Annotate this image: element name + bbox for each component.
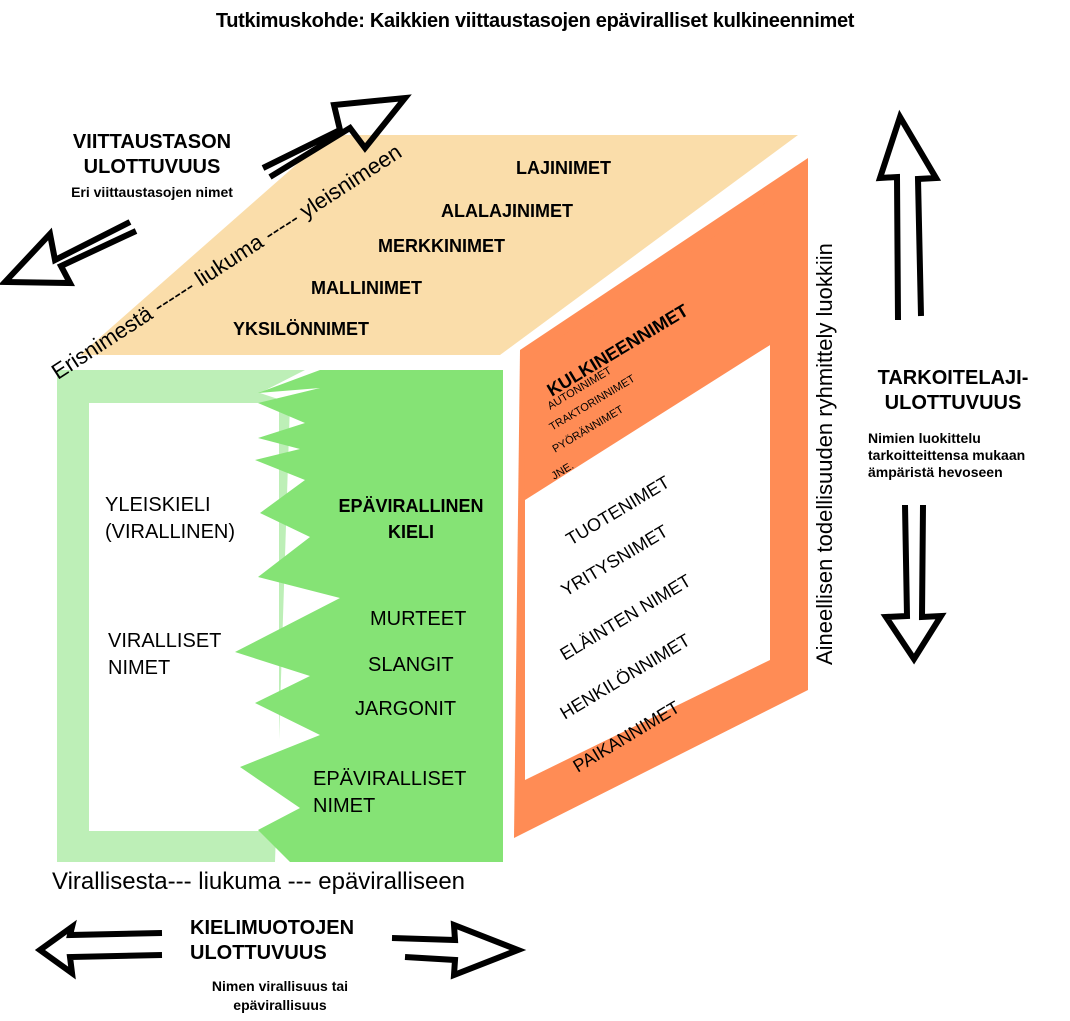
top-item-yksilonnimet: YKSILÖNNIMET	[233, 319, 370, 339]
language-subtitle-line2: epävirallisuus	[233, 997, 327, 1013]
right-face-inner	[525, 345, 770, 780]
informal-item-jargonit: JARGONIT	[355, 698, 457, 720]
language-heading-line2: ULOTTUVUUS	[190, 942, 327, 964]
reference-dimension-arrow-icon	[0, 94, 412, 287]
informal-item-murteet: MURTEET	[370, 608, 467, 630]
viralliset-line2: NIMET	[108, 657, 171, 679]
referent-subtitle-line2: tarkoitteittensa mukaan	[868, 447, 1026, 463]
reference-dimension-heading: VIITTAUSTASON ULOTTUVUUS	[48, 130, 256, 180]
referent-heading-line1: TARKOITELAJI-	[877, 367, 1029, 389]
referent-subtitle-line3: ämpäristä hevoseen	[868, 464, 1003, 480]
front-face-official-inner	[89, 403, 279, 831]
informal-heading-line2: KIELI	[387, 522, 434, 542]
language-dimension-heading: KIELIMUOTOJEN ULOTTUVUUS	[190, 916, 354, 966]
referent-dimension-arrow-icon	[875, 109, 947, 665]
material-reality-label: Aineellisen todellisuuden ryhmittely luo…	[812, 243, 837, 665]
informal-names-line2: NIMET	[313, 795, 376, 817]
referent-dimension-subtitle: Nimien luokittelu tarkoitteittensa mukaa…	[868, 430, 1025, 481]
informal-language-heading: EPÄVIRALLINEN KIELI	[318, 493, 504, 545]
referent-dimension-heading: TARKOITELAJI- ULOTTUVUUS	[848, 366, 1058, 416]
top-item-lajinimet: LAJINIMET	[516, 158, 612, 178]
informal-item-slangit: SLANGIT	[368, 654, 454, 676]
informal-heading-line1: EPÄVIRALLINEN	[338, 496, 484, 516]
official-item-viralliset-nimet: VIRALLISET NIMET	[108, 628, 221, 682]
language-scale-label: Virallisesta--- liukuma --- epävirallise…	[52, 868, 466, 895]
language-subtitle-line1: Nimen virallisuus tai	[211, 978, 349, 994]
top-item-merkkinimet: MERKKINIMET	[378, 236, 505, 256]
informal-item-epaviralliset-nimet: EPÄVIRALLISET NIMET	[313, 766, 466, 820]
referent-heading-line2: ULOTTUVUUS	[884, 392, 1022, 414]
language-dimension-subtitle: Nimen virallisuus tai epävirallisuus	[180, 977, 380, 1015]
language-dimension-arrow-icon	[34, 919, 527, 980]
top-face	[80, 135, 798, 355]
referent-subtitle-line1: Nimien luokittelu	[868, 430, 981, 446]
viralliset-line1: VIRALLISET	[108, 630, 222, 652]
yleiskieli-line2: (VIRALLINEN)	[105, 521, 236, 543]
official-item-yleiskieli: YLEISKIELI (VIRALLINEN)	[105, 492, 235, 546]
front-face-informal	[235, 370, 503, 862]
top-item-alalajinimet: ALALAJINIMET	[441, 201, 573, 221]
top-item-mallinimet: MALLINIMET	[311, 278, 422, 298]
kulkineennimet-band	[522, 200, 770, 500]
informal-names-line1: EPÄVIRALLISET	[313, 768, 467, 790]
yleiskieli-line1: YLEISKIELI	[105, 494, 211, 516]
page-title: Tutkimuskohde: Kaikkien viittaustasojen …	[215, 10, 855, 32]
reference-heading-line2: ULOTTUVUUS	[83, 156, 221, 178]
reference-heading-line1: VIITTAUSTASON	[72, 131, 232, 153]
language-heading-line1: KIELIMUOTOJEN	[190, 917, 355, 939]
reference-dimension-subtitle: Eri viittaustasojen nimet	[71, 184, 233, 200]
